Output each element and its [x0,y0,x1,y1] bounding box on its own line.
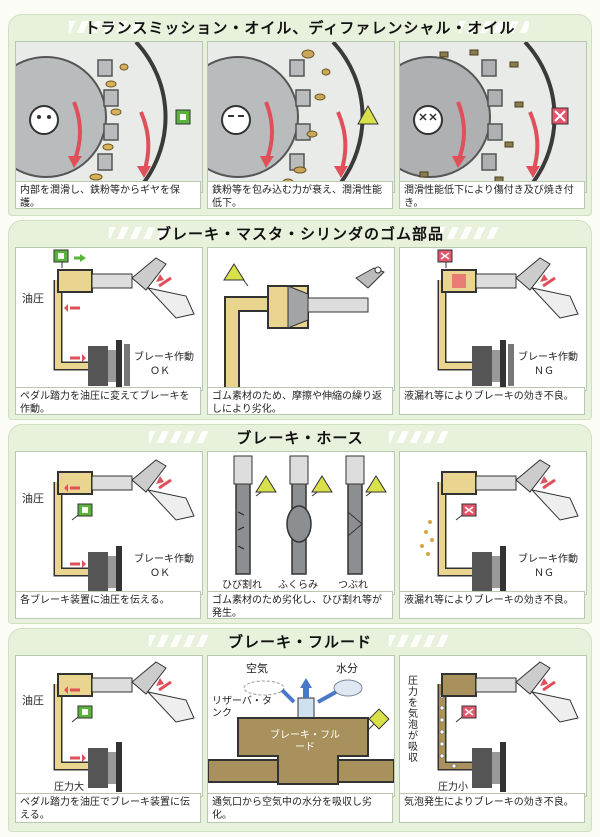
bubbles-label: 圧力を気泡が吸収 [408,676,418,764]
brake-fluid-bubble-panel: 圧力を気泡が吸収 圧力小 [399,655,587,797]
brake-system-ng-panel: ブレーキ作動 ＮＧ [399,247,587,391]
status-ng-label: ＮＧ [534,568,554,579]
pressure-high-label: 圧力大 [54,782,84,793]
section-master-cylinder: ブレーキ・マスタ・シリンダのゴム部品 油圧 ブレーキ作動 [8,220,592,420]
reservoir-label: リザーバ・タンク [212,696,272,719]
title-decoration [149,635,209,647]
caption: ペダル踏力を油圧に変えてブレーキを作動。 [15,387,201,415]
gear-damaged-icon [369,40,586,194]
brake-action-label: ブレーキ作動 [518,554,578,565]
title-decoration [439,227,499,239]
master-cylinder-icon [223,263,385,390]
section-title: トランスミッション・オイル、ディファレンシャル・オイル [84,19,516,37]
reservoir-tank-panel: 空気 水分 リザーバ・タンク ブレーキ・フルード [207,655,395,797]
hose-damage-icon [233,455,387,575]
gear-healthy-icon [0,40,202,194]
oil-pressure-label: 油圧 [22,492,44,505]
caption: ペダル踏力を油圧でブレーキ装置に伝える。 [15,793,201,823]
oil-pressure-label: 油圧 [22,292,44,305]
brake-fluid-bubble-icon [437,661,579,792]
crack-label: ひび割れ [222,580,262,591]
brake-action-label: ブレーキ作動 [518,352,578,363]
brake-fluid-high-pressure-icon [53,661,195,792]
caption: 液漏れ等によりブレーキの効き不良。 [399,591,585,619]
section-brake-hose: ブレーキ・ホース 油圧 ブレーキ作動 ＯＫ 各ブレーキ装置に油圧を伝える。 [8,424,592,624]
brake-system-ng-icon [437,249,579,390]
caption: 液漏れ等によりブレーキの効き不良。 [399,387,585,415]
status-ng-label: ＮＧ [534,366,554,377]
brake-hose-ok-panel: 油圧 ブレーキ作動 ＯＫ [15,451,203,595]
gear-panel-degraded [177,40,395,194]
gear-panel-good [0,40,203,194]
title-decoration [69,21,139,33]
reservoir-tank-icon [207,678,395,785]
brake-hose-ng-panel: ブレーキ作動 ＮＧ [399,451,587,595]
brake-hose-ok-icon [53,459,195,594]
gear-panel-damaged [369,40,587,194]
title-decoration [149,431,209,443]
section-brake-fluid: ブレーキ・フルード 油圧 圧力大 ペダル踏力を油圧でブレーキ装置に伝える。 [8,628,592,832]
caption: 潤滑性能低下により傷付き及び焼き付き。 [399,181,585,209]
gear-degraded-icon [177,40,394,194]
section-transmission-oil: トランスミッション・オイル、ディファレンシャル・オイル [0,14,592,216]
status-ok-label: ＯＫ [150,568,170,579]
title-decoration [389,431,449,443]
collapse-label: つぶれ [338,580,368,591]
brake-system-ok-icon [53,249,195,390]
caption: 気泡発生によりブレーキの効き不良。 [399,793,585,823]
brake-hose-ng-icon [420,459,579,594]
caption: ゴム素材のため、摩擦や伸縮の繰り返しにより劣化。 [207,387,393,415]
section-title: ブレーキ・フルード [227,633,372,651]
caption: 通気口から空気中の水分を吸収し劣化。 [207,793,393,823]
brake-action-label: ブレーキ作動 [134,352,194,363]
status-ok-label: ＯＫ [150,366,170,377]
water-label: 水分 [336,662,358,675]
fluid-label: ブレーキ・フルード [270,730,340,753]
caption: 各ブレーキ装置に油圧を伝える。 [15,591,201,619]
brake-system-ok-panel: 油圧 ブレーキ作動 ＯＫ [15,247,203,391]
brake-action-label: ブレーキ作動 [134,554,194,565]
bulge-label: ふくらみ [278,580,318,591]
caption: ゴム素材のため劣化し、ひび割れ等が発生。 [207,591,393,619]
section-title: ブレーキ・マスタ・シリンダのゴム部品 [155,225,444,243]
oil-pressure-label: 油圧 [22,694,44,707]
hose-damage-panel: ひび割れ ふくらみ つぶれ [207,451,395,595]
title-decoration [389,635,449,647]
section-title: ブレーキ・ホース [236,429,364,447]
title-decoration [109,227,169,239]
brake-fluid-high-pressure-panel: 油圧 圧力大 [15,655,203,797]
master-cylinder-panel [207,247,395,391]
air-label: 空気 [246,662,268,675]
pressure-low-label: 圧力小 [438,782,468,793]
title-decoration [459,21,529,33]
caption: 内部を潤滑し、鉄粉等からギヤを保護。 [15,181,201,209]
caption: 鉄粉等を包み込む力が衰え、潤滑性能低下。 [207,181,393,209]
